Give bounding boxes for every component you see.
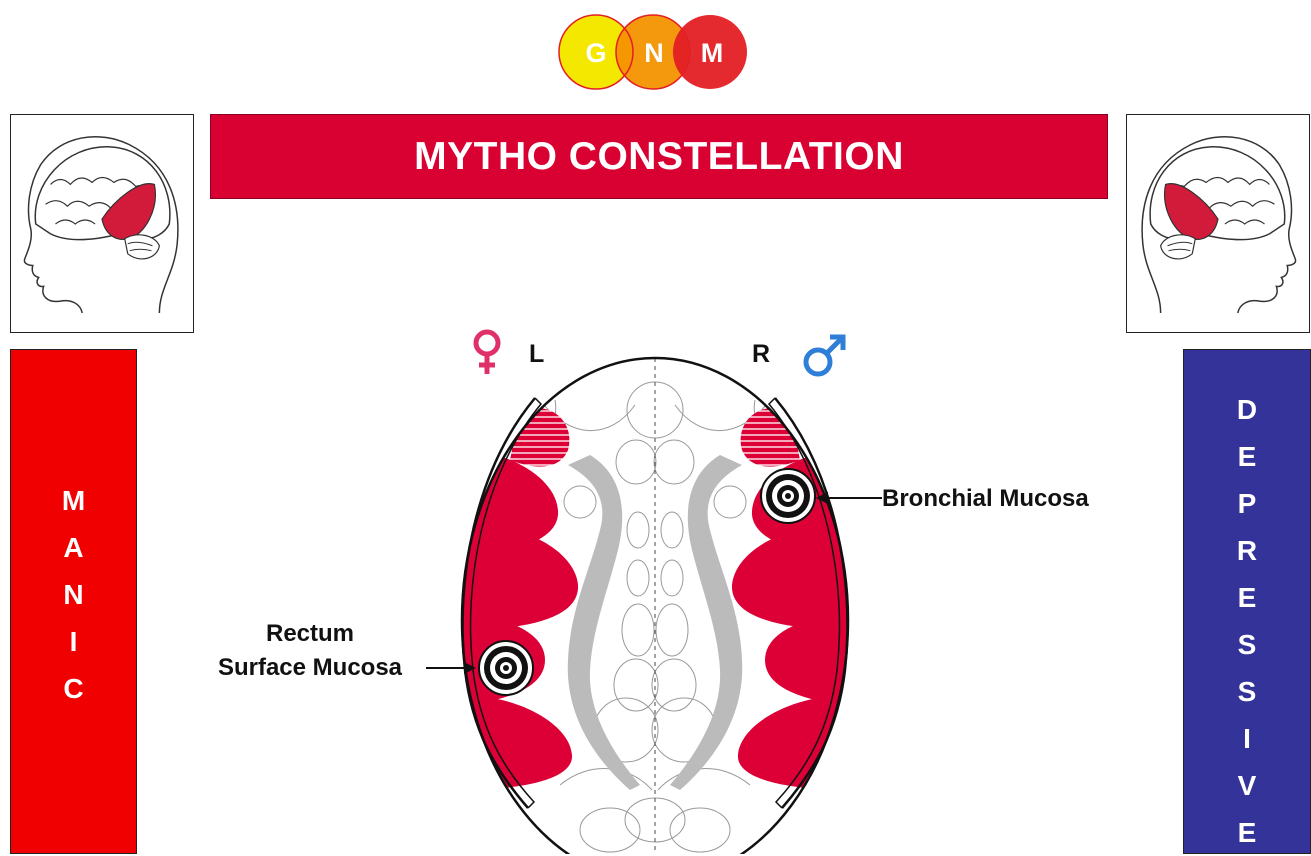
head-profile-left-icon — [11, 115, 193, 332]
annotation-rectum-line1: Rectum — [190, 617, 430, 651]
manic-letter: I — [70, 618, 78, 665]
depressive-letter: P — [1238, 480, 1257, 527]
manic-panel: M A N I C — [10, 349, 137, 854]
cortex-diagram-svg — [440, 330, 880, 854]
depressive-letter: V — [1238, 762, 1257, 809]
brain-illustration-right — [1126, 114, 1310, 333]
manic-letter: M — [62, 477, 85, 524]
depressive-letter: D — [1237, 386, 1257, 433]
logo-letter-n: N — [634, 38, 674, 69]
page-title: MYTHO CONSTELLATION — [414, 135, 904, 179]
depressive-letter: E — [1238, 433, 1257, 480]
depressive-letter: E — [1238, 574, 1257, 621]
cortex-diagram — [440, 330, 880, 854]
manic-letter: N — [63, 571, 83, 618]
target-bronchial-icon — [761, 469, 815, 523]
head-profile-right-icon — [1127, 115, 1309, 332]
annotation-rectum-mucosa: Rectum Surface Mucosa — [190, 617, 430, 685]
annotation-bronchial-text: Bronchial Mucosa — [882, 485, 1089, 512]
depressive-panel: D E P R E S S I V E — [1183, 349, 1311, 854]
depressive-letter: S — [1238, 668, 1257, 715]
depressive-letter: E — [1238, 809, 1257, 856]
bronchial-arrow-line — [870, 494, 882, 502]
gnm-logo: G N M — [558, 12, 748, 92]
logo-letter-m: M — [692, 38, 732, 69]
depressive-letter: S — [1238, 621, 1257, 668]
annotation-bronchial-mucosa: Bronchial Mucosa — [882, 482, 1089, 516]
title-banner: MYTHO CONSTELLATION — [210, 114, 1108, 199]
manic-letter: A — [63, 524, 83, 571]
brain-illustration-left — [10, 114, 194, 333]
depressive-letter: R — [1237, 527, 1257, 574]
depressive-letter: I — [1243, 715, 1251, 762]
target-rectum-icon — [479, 641, 533, 695]
annotation-rectum-line2: Surface Mucosa — [190, 651, 430, 685]
manic-letter: C — [63, 665, 83, 712]
logo-letter-g: G — [576, 38, 616, 69]
